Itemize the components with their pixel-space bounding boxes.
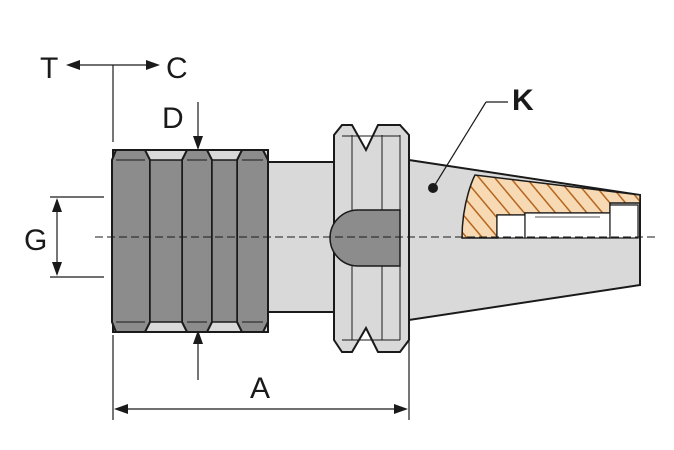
drive-slot xyxy=(329,209,401,267)
callout-k: K xyxy=(432,84,534,189)
label-k: K xyxy=(512,84,534,117)
dimension-a: A xyxy=(112,330,410,420)
dimension-d: D xyxy=(162,102,203,380)
label-d: D xyxy=(162,102,184,135)
label-t: T xyxy=(40,52,58,85)
flange xyxy=(329,124,410,353)
taper-cone xyxy=(408,158,641,322)
pull-stud-head xyxy=(111,149,269,333)
label-a: A xyxy=(250,372,270,405)
dimension-g: G xyxy=(24,196,104,278)
dimension-tc: T C xyxy=(40,52,188,142)
label-c: C xyxy=(166,52,188,85)
label-g: G xyxy=(24,224,47,257)
